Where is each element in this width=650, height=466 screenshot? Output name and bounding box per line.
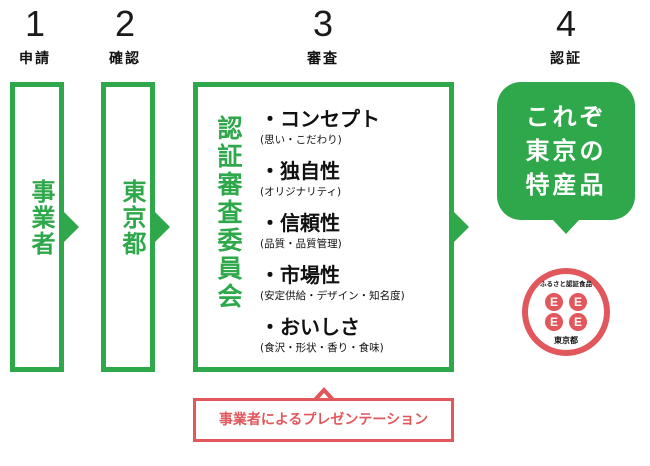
seal-inner: [528, 274, 604, 350]
seal-e-icon: E: [569, 293, 587, 311]
bubble-line: 東京の: [525, 137, 607, 165]
seal-e-icon: E: [545, 293, 563, 311]
tokyo-text: 東京都: [118, 179, 146, 257]
review-committee-box: 認証審査委員会 ・コンセプト (思い・こだわり) ・独自性 (オリジナリティ) …: [193, 82, 454, 372]
step-1-number: 1: [24, 3, 46, 44]
step-2-number: 2: [114, 3, 136, 44]
bubble-tail: [553, 220, 579, 234]
seal-bottom-text: 東京都: [554, 336, 578, 345]
review-committee-title: 認証審査委員会: [214, 115, 243, 311]
criterion-4: ・市場性 (安定供給・デザイン・知名度): [260, 259, 405, 303]
criterion-1: ・コンセプト (思い・こだわり): [260, 103, 380, 147]
step-3-number: 3: [312, 3, 334, 44]
step-2-label: 確認: [109, 51, 141, 67]
seal-top-text: ふるさと認証食品: [540, 280, 592, 288]
criterion-title: ・独自性: [260, 159, 340, 183]
step-4-number: 4: [555, 3, 577, 44]
seal-e-icon: E: [545, 313, 563, 331]
presentation-box: 事業者によるプレゼンテーション: [193, 398, 454, 442]
criterion-sub: (思い・こだわり): [260, 134, 342, 146]
furusato-seal-icon: ふるさと認証食品 E E E E 東京都: [522, 268, 610, 356]
criterion-sub: (安定供給・デザイン・知名度): [260, 290, 405, 302]
bubble-line: 特産品: [525, 171, 607, 199]
criterion-sub: (食沢・形状・香り・食味): [260, 342, 384, 354]
bubble-line: これぞ: [525, 103, 607, 131]
applicant-box: 事業者: [10, 82, 64, 372]
arrow-right-icon: [454, 212, 469, 242]
step-3-label: 審査: [307, 51, 339, 67]
criterion-sub: (オリジナリティ): [260, 186, 342, 198]
criterion-title: ・信頼性: [260, 211, 340, 235]
tokyo-box: 東京都: [101, 82, 155, 372]
criterion-title: ・市場性: [260, 263, 340, 287]
criterion-3: ・信頼性 (品質・品質管理): [260, 207, 342, 251]
criterion-5: ・おいしさ (食沢・形状・香り・食味): [260, 311, 384, 355]
presentation-tail-inner: [317, 393, 331, 401]
arrow-right-icon: [155, 212, 170, 242]
seal-e-icon: E: [569, 313, 587, 331]
step-4-label: 認証: [550, 51, 582, 67]
step-1-label: 申請: [19, 51, 51, 67]
criterion-title: ・おいしさ: [260, 315, 360, 339]
criterion-2: ・独自性 (オリジナリティ): [260, 155, 341, 199]
criterion-sub: (品質・品質管理): [260, 238, 342, 250]
arrow-right-icon: [64, 212, 79, 242]
certified-bubble: これぞ 東京の 特産品: [497, 82, 635, 220]
criterion-title: ・コンセプト: [260, 107, 380, 131]
applicant-text: 事業者: [27, 179, 55, 257]
